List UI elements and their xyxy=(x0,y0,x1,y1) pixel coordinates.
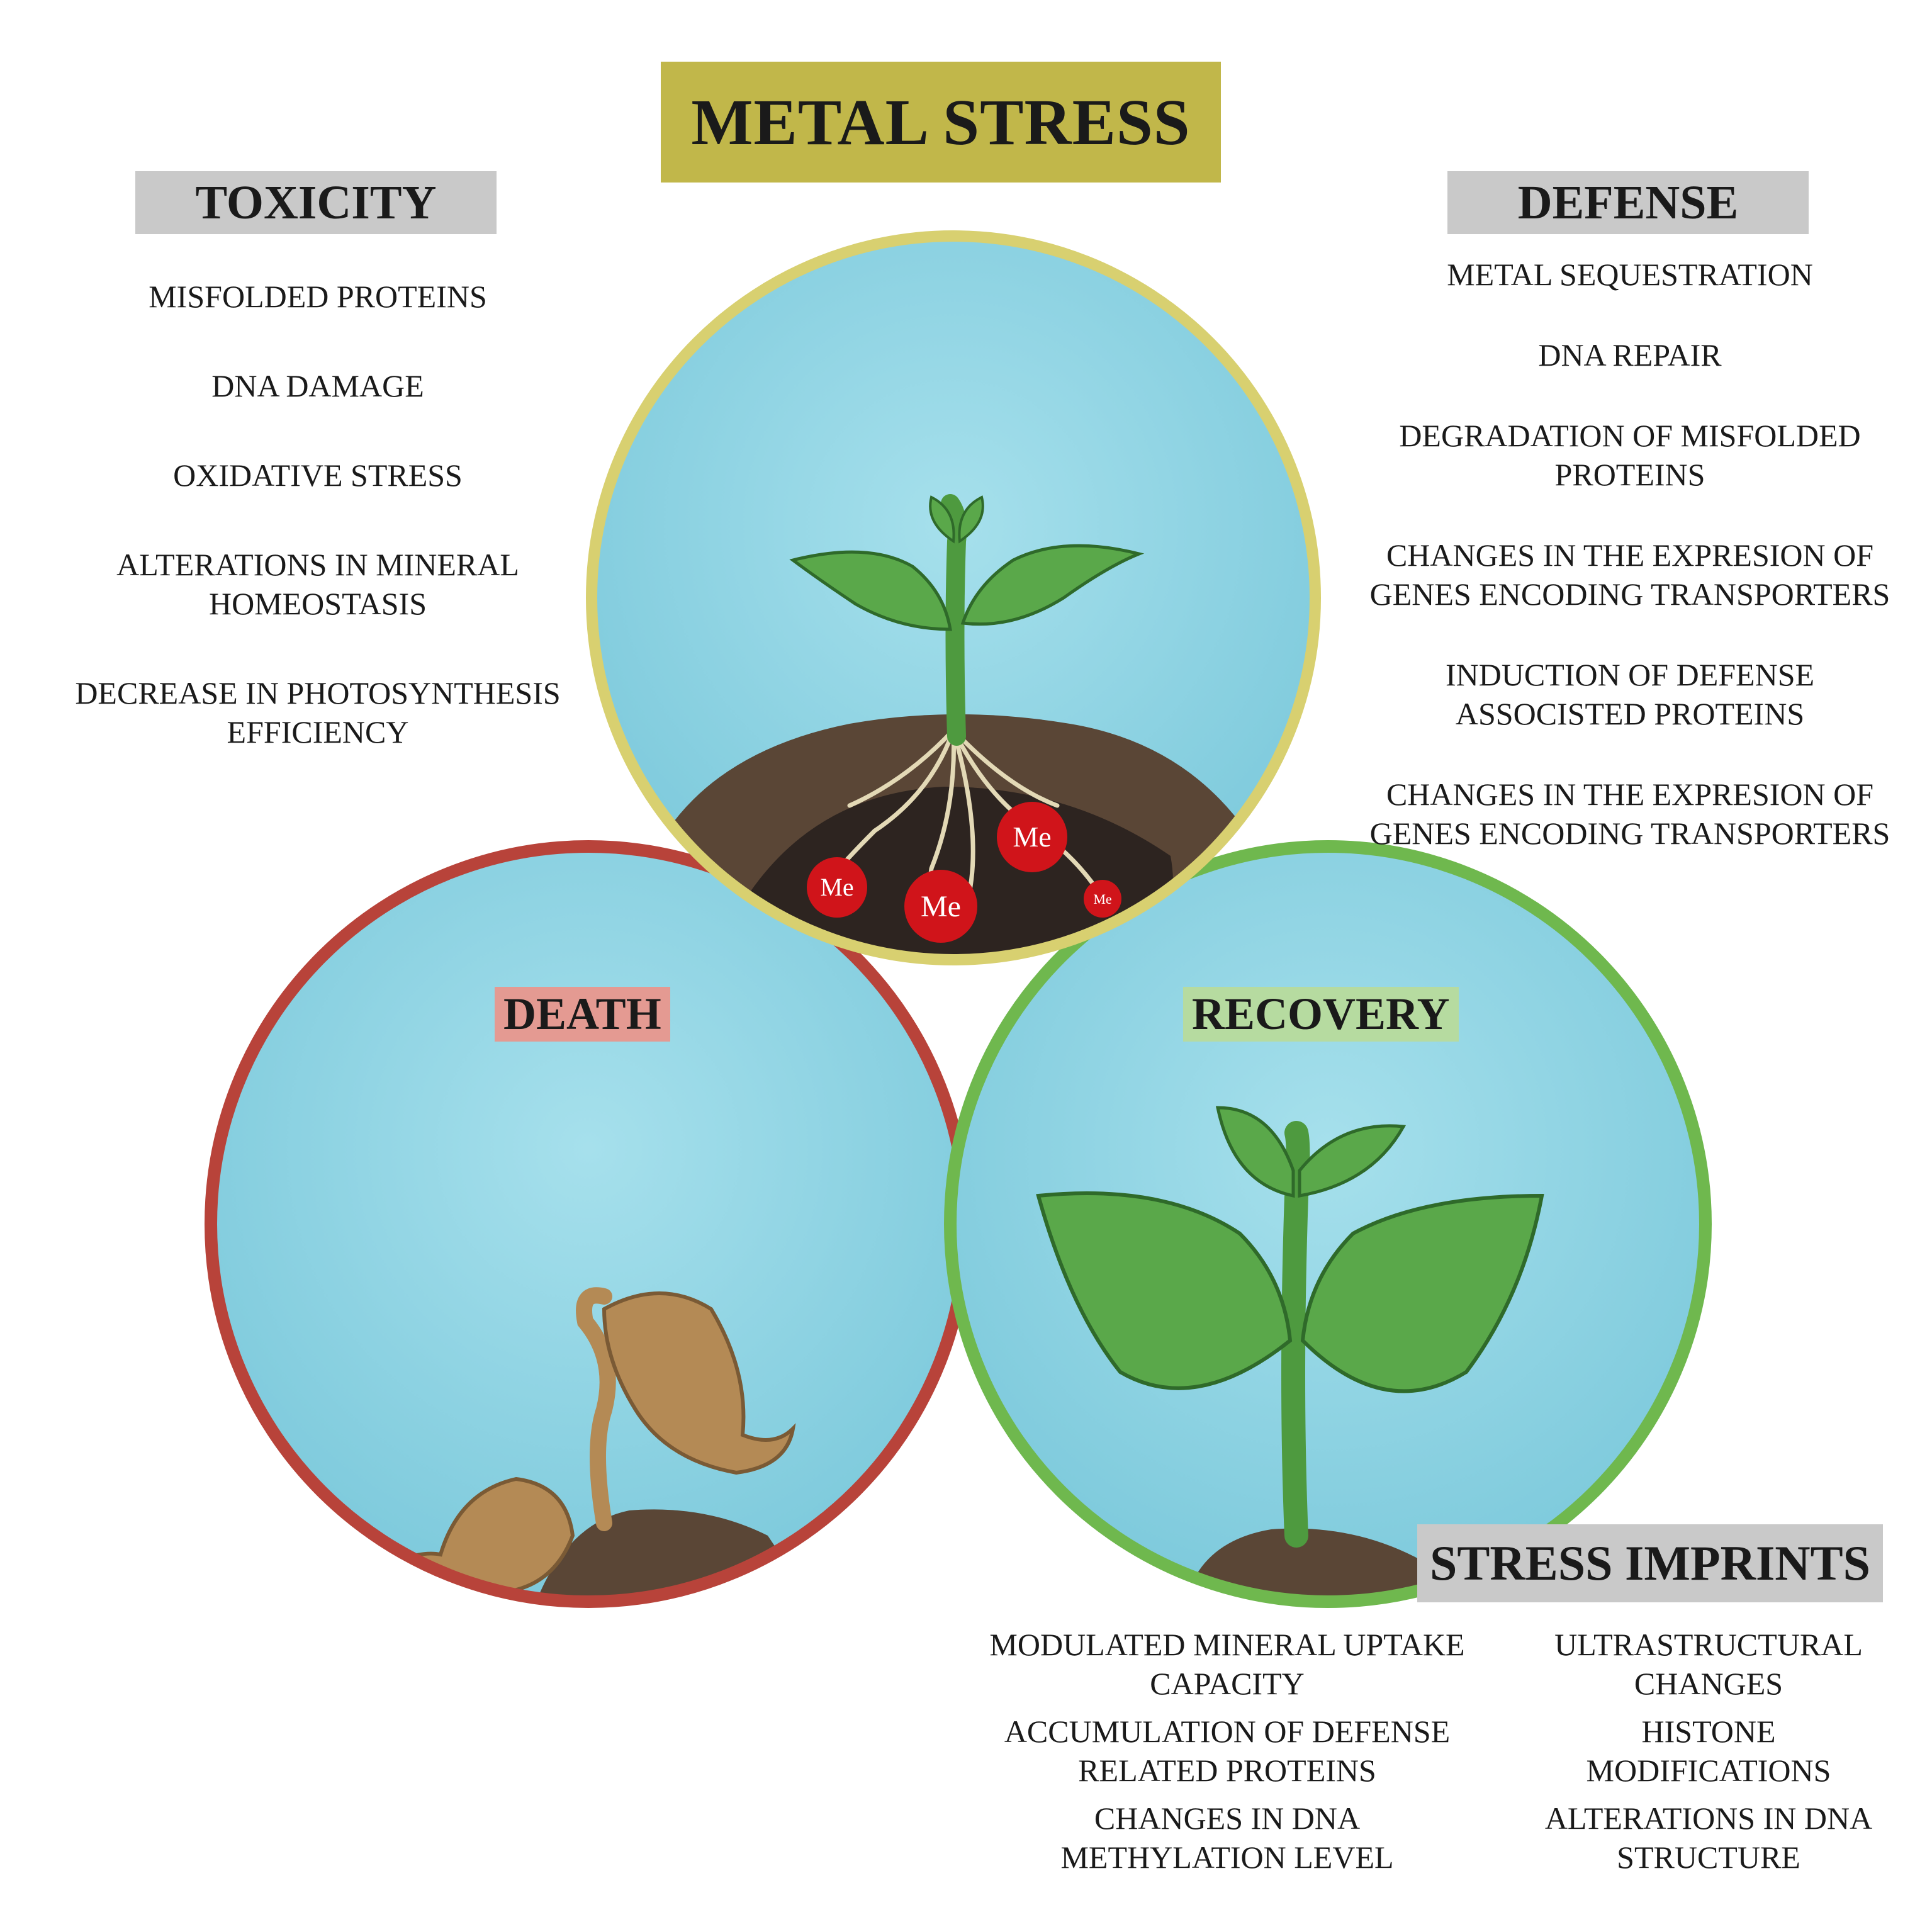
defense-list: METAL SEQUESTRATION DNA REPAIR DEGRADATI… xyxy=(1334,255,1926,894)
toxicity-item: DNA DAMAGE xyxy=(211,368,424,403)
stress-imprints-title: STRESS IMPRINTS xyxy=(1417,1524,1883,1602)
toxicity-item: MISFOLDED PROTEINS xyxy=(149,279,487,314)
stress-imprint-item: ULTRASTRUCTURAL CHANGES xyxy=(1554,1627,1863,1701)
defense-item: CHANGES IN THE EXPRESION OF GENES ENCODI… xyxy=(1369,537,1890,612)
toxicity-title: TOXICITY xyxy=(135,171,497,234)
seedling-leaf-left xyxy=(789,550,952,631)
stress-imprints-left-list: MODULATED MINERAL UPTAKE CAPACITY ACCUMU… xyxy=(950,1625,1504,1886)
stress-imprint-item: ALTERATIONS IN DNA STRUCTURE xyxy=(1544,1801,1873,1875)
toxicity-item: DECREASE IN PHOTOSYNTHESIS EFFICIENCY xyxy=(75,675,561,750)
defense-title: DEFENSE xyxy=(1447,171,1809,234)
healthy-leaf-left xyxy=(1036,1191,1293,1390)
svg-text:Me: Me xyxy=(921,890,961,923)
defense-item: METAL SEQUESTRATION xyxy=(1447,257,1813,292)
recovery-label: RECOVERY xyxy=(1183,987,1459,1042)
defense-item: INDUCTION OF DEFENSE ASSOCISTED PROTEINS xyxy=(1445,657,1815,731)
toxicity-item: ALTERATIONS IN MINERAL HOMEOSTASIS xyxy=(116,547,519,621)
healthy-stem xyxy=(1281,1121,1310,1548)
toxicity-item: OXIDATIVE STRESS xyxy=(173,458,463,493)
stress-imprints-right-list: ULTRASTRUCTURAL CHANGES HISTONE MODIFICA… xyxy=(1517,1625,1901,1886)
death-label: DEATH xyxy=(495,987,670,1042)
seedling-bud-left xyxy=(929,495,955,544)
metal-ion: Me xyxy=(997,802,1067,872)
recovery-circle xyxy=(944,840,1712,1608)
seedling-leaf-right xyxy=(960,544,1145,626)
defense-item: DEGRADATION OF MISFOLDED PROTEINS xyxy=(1399,418,1861,492)
metal-ion: Me xyxy=(807,857,867,918)
metal-stress-ring xyxy=(586,230,1321,965)
main-title: METAL STRESS xyxy=(661,62,1221,183)
healthy-leaf-top-right xyxy=(1298,1124,1407,1198)
toxicity-list: MISFOLDED PROTEINS DNA DAMAGE OXIDATIVE … xyxy=(25,277,610,802)
svg-text:Me: Me xyxy=(1013,821,1051,853)
stress-imprint-item: MODULATED MINERAL UPTAKE CAPACITY xyxy=(989,1627,1465,1701)
stress-imprint-item: ACCUMULATION OF DEFENSE RELATED PROTEINS xyxy=(1004,1714,1451,1788)
recovery-ring xyxy=(944,840,1712,1608)
seedling-stem xyxy=(941,494,967,746)
healthy-leaf-right xyxy=(1300,1193,1544,1393)
svg-text:Me: Me xyxy=(1093,891,1111,907)
healthy-leaf-top-left xyxy=(1215,1106,1295,1198)
wilted-leaf-upper xyxy=(602,1291,796,1475)
metal-ion: Me xyxy=(904,870,977,943)
death-circle xyxy=(205,840,972,1608)
defense-item: DNA REPAIR xyxy=(1538,337,1722,373)
stress-imprint-item: HISTONE MODIFICATIONS xyxy=(1586,1714,1831,1788)
svg-text:Me: Me xyxy=(820,873,853,901)
defense-item: CHANGES IN THE EXPRESION OF GENES ENCODI… xyxy=(1369,777,1890,851)
stress-imprint-item: CHANGES IN DNA METHYLATION LEVEL xyxy=(1060,1801,1394,1875)
wilted-stem xyxy=(576,1287,616,1531)
metal-ion: Me xyxy=(1084,880,1121,918)
metal-stress-circle: Me Me Me Me xyxy=(586,230,1321,965)
seedling-bud-right xyxy=(958,495,984,544)
